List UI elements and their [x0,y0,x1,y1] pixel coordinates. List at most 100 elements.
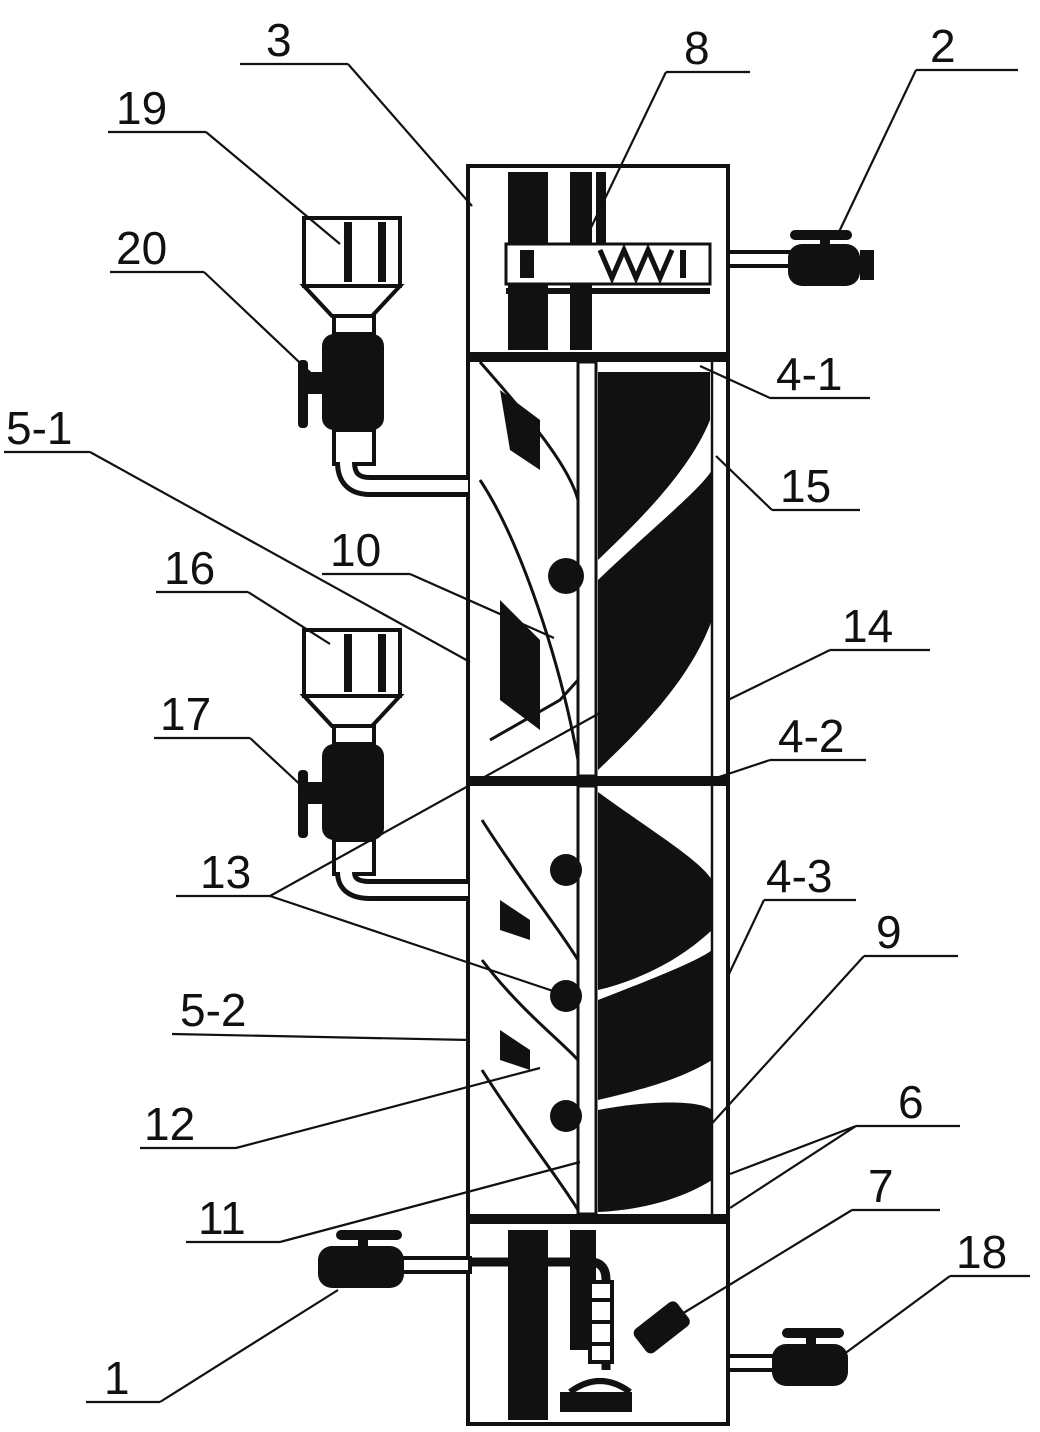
label-18: 18 [956,1226,1007,1278]
partition-4-3 [470,1214,726,1224]
label-6: 6 [898,1076,924,1128]
valve-2-stem [820,238,830,246]
upper-lug-3 [604,674,636,706]
top-chamber [504,172,712,350]
hopper-19-funnel [299,284,405,318]
valve-18 [726,1328,848,1386]
upper-flight-right-1 [598,372,710,560]
label-20: 20 [116,222,167,274]
lower-flight-left-2 [480,959,580,1062]
label-15: 15 [780,460,831,512]
leader-16 [247,591,331,645]
leader-8 [585,71,667,239]
valve-1-stem [358,1240,368,1248]
lower-shade-1 [500,900,530,940]
leader-3 [347,63,473,207]
leader-20 [203,271,317,379]
label-11: 11 [198,1192,246,1244]
valve-18-handle [782,1328,844,1338]
label-1: 1 [104,1352,130,1404]
leader-15 [715,455,773,511]
hopper-19-outlet [332,428,376,466]
leader-1 [159,1289,339,1403]
hopper-16-shade-2 [378,634,386,692]
valve-18-stem [806,1338,816,1346]
leader-4-1 [699,364,771,400]
valve-7 [633,1301,690,1354]
top-chamber-lower-shading [508,296,548,346]
hopper-19-shade-2 [378,222,386,282]
valve-17-body [322,744,384,840]
hopper-16-shade-1 [344,634,352,692]
column-outer-wall [466,164,730,1426]
hopper-19-neck [332,314,376,336]
upper-flight-left-2 [478,479,580,761]
leader-13a [269,703,617,897]
label-5-1: 5-1 [6,402,72,454]
bottom-bowl [568,1378,632,1395]
top-chamber-shading-right [596,172,606,252]
leader-12 [235,1066,541,1150]
hopper-16-funnel [299,694,405,728]
valve-2-pipe [726,250,794,268]
valve-17-handle [298,770,308,838]
label-19: 19 [116,82,167,134]
leader-6b [729,1125,857,1209]
leader-7 [671,1209,853,1321]
feed-pipe-lower-inner [340,871,468,896]
hopper-16-assembly [298,628,468,901]
valve-2-flange [860,250,874,280]
lower-lug-2 [550,980,582,1012]
valve-18-pipe [726,1354,778,1372]
leader-18 [835,1275,951,1361]
leader-19 [205,131,341,245]
leader-10 [409,572,555,640]
leader-4-3 [727,899,765,977]
leader-lines [4,62,1030,1404]
label-4-2: 4-2 [778,710,844,762]
label-12: 12 [144,1098,195,1150]
valve-1-handle [336,1230,402,1240]
upper-shade-left [500,600,540,730]
valve-17-stem [306,782,322,804]
valve-2-body [788,244,860,286]
spring-8 [597,243,675,285]
lower-flight-right-3 [598,1102,712,1212]
upper-flight-left-1 [478,361,580,501]
leader-2 [837,69,917,235]
bottom-inlet-pipe [470,1257,611,1370]
label-2: 2 [930,20,956,72]
lower-flight-left-3 [480,1069,580,1211]
leader-9 [705,955,865,1131]
lower-screw-section [480,784,712,1216]
leader-4-2 [715,758,771,780]
feed-pipe-upper-inner [340,461,468,492]
bottom-chamber [470,1230,690,1420]
spring-stop-right [680,250,686,278]
leader-6a [729,1124,857,1176]
valve-2 [726,230,874,286]
label-3: 3 [266,14,292,66]
part-labels: 3 8 2 19 20 4-1 5-1 15 10 16 14 17 4-2 1… [6,14,1007,1404]
partition-4-1 [470,352,726,362]
label-8: 8 [684,22,710,74]
upper-lug-2 [604,434,636,466]
partition-4-2 [470,776,726,786]
lower-lug-4 [610,916,638,944]
valve-2-handle [790,230,852,240]
hopper-16-neck [332,724,376,746]
label-4-1: 4-1 [776,348,842,400]
valve-18-body [772,1344,848,1386]
label-14: 14 [842,600,893,652]
leader-5-1 [89,451,471,663]
label-10: 10 [330,524,381,576]
leader-13b [269,894,557,994]
lower-flight-left-1 [480,819,580,961]
valve-7-body [633,1301,690,1354]
lower-lug-5 [610,1046,638,1074]
leader-5-2 [171,1032,471,1042]
lower-lug-3 [550,1100,582,1132]
leader-11 [279,1160,581,1244]
hopper-19-shade-1 [344,222,352,282]
